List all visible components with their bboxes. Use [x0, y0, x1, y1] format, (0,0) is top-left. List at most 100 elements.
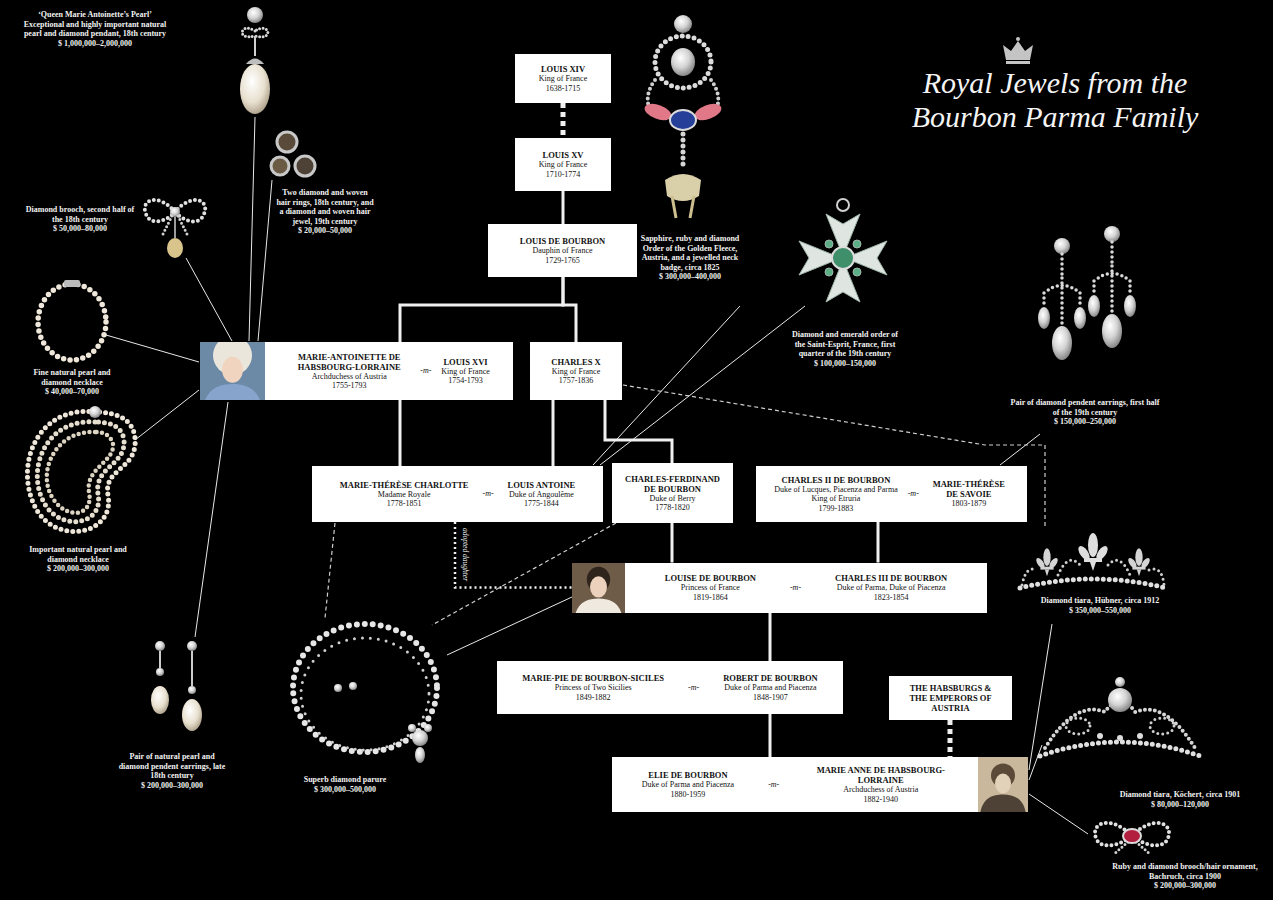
jewel-caption: Superb diamond parure$ 300,000–500,000	[280, 775, 410, 794]
kochert-tiara	[1150, 718, 1174, 734]
text-column: LOUIS ANTOINEDuke of Angoulême1775-1844	[508, 480, 576, 509]
jewel-caption: Sapphire, ruby and diamond Order of the …	[640, 234, 740, 282]
leader-lines	[186, 258, 232, 341]
portrait	[590, 576, 607, 597]
jewel-description: ‘Queen Marie Antoinette’s Pearl’ Excepti…	[20, 10, 170, 39]
portrait	[574, 598, 623, 612]
leader-lines	[106, 117, 1088, 834]
family-line	[605, 400, 672, 463]
marriage-mark: -m-	[420, 366, 431, 375]
jewel-description: Superb diamond parure	[280, 775, 410, 785]
leader-lines	[1000, 434, 1040, 465]
person-name: ROBERT DE BOURBON	[723, 673, 817, 683]
hubner-tiara	[1020, 533, 1166, 588]
pearl-pendant	[242, 28, 268, 37]
person-name: MARIE ANNE DE HABSBOURG-LORRAINE	[813, 765, 948, 785]
person-detail: King of Etruria	[774, 494, 898, 503]
diamond-chandelier-earrings	[1052, 326, 1072, 360]
person-detail: Duke of Parma and Piacenza	[723, 683, 817, 692]
jewel-description: Diamond brooch, second half of the 18th …	[21, 205, 139, 224]
diamond-chandelier-earrings	[1088, 295, 1100, 317]
person-detail: 1803-1879	[929, 499, 1009, 508]
person-name: LOUISE DE BOURBON	[665, 573, 756, 583]
kochert-tiara	[1040, 677, 1200, 756]
text-column: CHARLES II DE BOURBONDuke of Lucques, Pi…	[774, 475, 898, 513]
diamond-chandelier-earrings	[1074, 307, 1086, 329]
saint-esprit-order	[837, 199, 849, 211]
person-detail: 1778-1820	[623, 503, 723, 512]
marriage-mark: -m-	[908, 489, 919, 498]
text-column: MARIE-THÉRÈSE CHARLOTTEMadame Royale1778…	[340, 480, 469, 509]
portrait	[978, 757, 1028, 812]
person-detail: Princess of Two Sicilies	[522, 683, 664, 692]
pearl-earrings	[156, 668, 164, 676]
golden-fleece-order	[642, 101, 673, 124]
family-line	[948, 720, 953, 757]
portrait	[200, 342, 265, 400]
person-detail: Duke of Parma, Duke of Piacenza	[835, 583, 947, 592]
hubner-tiara	[1076, 533, 1110, 571]
family-line	[769, 714, 772, 757]
saint-esprit-order	[825, 240, 833, 248]
jewel-caption: Fine natural pearl and diamond necklace$…	[22, 368, 122, 397]
portrait	[572, 563, 625, 613]
jewel-description: Diamond and emerald order of the Saint-E…	[788, 330, 903, 359]
pearl-necklace	[38, 284, 106, 360]
person-detail: 1880-1959	[642, 790, 734, 799]
multi-strand-pearl-necklace	[89, 406, 101, 418]
text-column: -m-	[790, 583, 801, 592]
title: Royal Jewels from the Bourbon Parma Fami…	[905, 66, 1205, 134]
text-column: CHARLES III DE BOURBONDuke of Parma, Duk…	[835, 573, 947, 602]
leader-lines	[258, 180, 272, 341]
person-name: CHARLES III DE BOURBON	[835, 573, 947, 583]
kochert-tiara	[1137, 733, 1143, 739]
ruby-brooch	[1123, 829, 1141, 843]
price-estimate: $ 200,000–300,000	[18, 564, 138, 574]
person-name: LOUIS XVI	[441, 357, 489, 367]
golden-fleece-order	[674, 15, 692, 33]
jewel-caption: Diamond and emerald order of the Saint-E…	[788, 330, 903, 368]
crown-icon	[1016, 37, 1020, 41]
family-lines	[400, 103, 950, 757]
diamond-parure	[412, 730, 428, 746]
text-column: CHARLES XKing of France1757-1836	[551, 357, 600, 386]
person-name: CHARLES X	[551, 357, 600, 367]
jewel-caption: Ruby and diamond brooch/hair ornament, B…	[1110, 862, 1260, 891]
hair-rings	[295, 156, 315, 176]
saint-esprit-order	[832, 247, 854, 269]
person-name: LOUIS XV	[539, 150, 587, 160]
person-detail: Princess of France	[665, 583, 756, 592]
saint-esprit-order	[853, 240, 861, 248]
dashed-leader-lines	[325, 523, 335, 618]
leader-lines	[106, 335, 199, 362]
family-line	[562, 191, 565, 224]
kochert-tiara	[1115, 677, 1125, 687]
family-line	[400, 277, 563, 342]
person-detail: Duke of Lucques, Piacenza and Parma	[774, 485, 898, 494]
portrait	[978, 757, 1028, 812]
hair-rings	[277, 132, 297, 152]
family-line	[399, 400, 402, 466]
jewel-caption: Important natural pearl and diamond neck…	[18, 545, 138, 574]
price-estimate: $ 80,000–120,000	[1105, 800, 1255, 810]
price-estimate: $ 100,000–150,000	[788, 359, 903, 369]
text-column: LOUIS XVIKing of France1754-1793	[441, 357, 489, 386]
leader-lines	[1029, 794, 1088, 834]
marriage-mark: -m-	[790, 583, 801, 592]
jewel-caption: Two diamond and woven hair rings, 18th c…	[275, 188, 375, 236]
person-box: LOUIS XVKing of France1710-1774	[515, 138, 611, 191]
text-column: -m-	[482, 489, 493, 498]
price-estimate: $ 200,000–300,000	[117, 781, 227, 791]
diamond-brooch	[174, 217, 176, 238]
diamond-parure	[293, 624, 437, 763]
multi-strand-pearl-necklace	[47, 432, 113, 513]
pearl-pendant	[246, 59, 264, 65]
pearl-earrings	[182, 699, 202, 731]
jewel-description: Important natural pearl and diamond neck…	[18, 545, 138, 564]
jewel-description: Pair of natural pearl and diamond penden…	[117, 752, 227, 781]
person-detail: 1729-1765	[520, 256, 606, 265]
person-detail: 1819-1864	[665, 593, 756, 602]
hubner-tiara	[1127, 548, 1152, 576]
kochert-tiara	[1040, 742, 1200, 756]
